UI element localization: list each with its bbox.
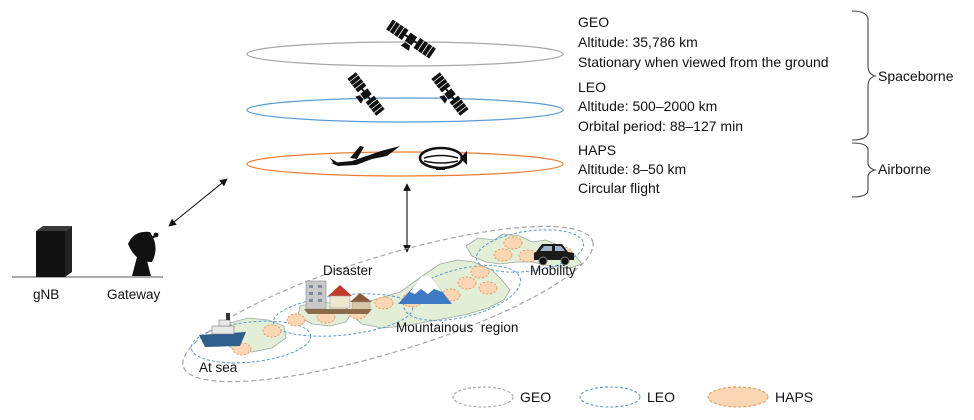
satellite-icon bbox=[342, 71, 386, 120]
server-icon bbox=[36, 226, 72, 277]
haps-label: HAPS bbox=[578, 142, 616, 158]
geo-label: GEO bbox=[578, 14, 609, 30]
leo-orbit-ring bbox=[246, 97, 564, 123]
gateway-label: Gateway bbox=[107, 287, 161, 302]
gnb-label: gNB bbox=[33, 287, 59, 302]
satellite-icon bbox=[426, 71, 470, 120]
haps-flight-pattern: Circular flight bbox=[578, 180, 660, 196]
legend: GEO LEO HAPS bbox=[452, 386, 813, 408]
leo-coverage-cell bbox=[272, 293, 414, 337]
haps-orbit-ring bbox=[246, 151, 564, 177]
legend-haps-swatch bbox=[707, 386, 769, 408]
car-icon bbox=[534, 244, 574, 266]
legend-geo-label: GEO bbox=[520, 389, 551, 405]
airborne-bracket bbox=[851, 142, 877, 198]
geo-altitude: Altitude: 35,786 km bbox=[578, 34, 698, 50]
leo-altitude: Altitude: 500–2000 km bbox=[578, 98, 717, 114]
leo-label: LEO bbox=[578, 79, 606, 95]
leo-coverage-cell bbox=[475, 229, 585, 273]
spaceborne-group-label: Spaceborne bbox=[878, 68, 954, 84]
gateway-link-arrow bbox=[168, 178, 228, 227]
disaster-area-label: Disaster bbox=[323, 263, 373, 278]
buildings-icon bbox=[304, 280, 372, 314]
airship-icon bbox=[418, 146, 467, 170]
geo-description: Stationary when viewed from the ground bbox=[578, 54, 829, 70]
leo-coverage-cell bbox=[402, 265, 522, 321]
glider-icon bbox=[330, 146, 400, 166]
legend-leo-label: LEO bbox=[647, 389, 675, 405]
mobility-area-label: Mobility bbox=[530, 263, 576, 278]
mountainous-region-label: Mountainous region bbox=[396, 320, 518, 335]
geo-coverage-area bbox=[182, 225, 594, 383]
mountain-icon bbox=[398, 276, 452, 304]
airborne-group-label: Airborne bbox=[878, 161, 931, 177]
geo-orbit-ring bbox=[246, 41, 564, 67]
legend-leo-swatch bbox=[579, 386, 641, 408]
leo-coverage-cell bbox=[190, 320, 312, 364]
legend-geo-swatch bbox=[452, 386, 514, 408]
haps-altitude: Altitude: 8–50 km bbox=[578, 161, 686, 177]
at-sea-label: At sea bbox=[199, 360, 238, 375]
leo-orbital-period: Orbital period: 88–127 min bbox=[578, 118, 743, 134]
satellite-icon bbox=[382, 18, 437, 64]
spaceborne-bracket bbox=[851, 10, 877, 141]
legend-haps-label: HAPS bbox=[775, 389, 813, 405]
dish-antenna-icon bbox=[128, 231, 159, 276]
ship-icon bbox=[199, 313, 246, 347]
